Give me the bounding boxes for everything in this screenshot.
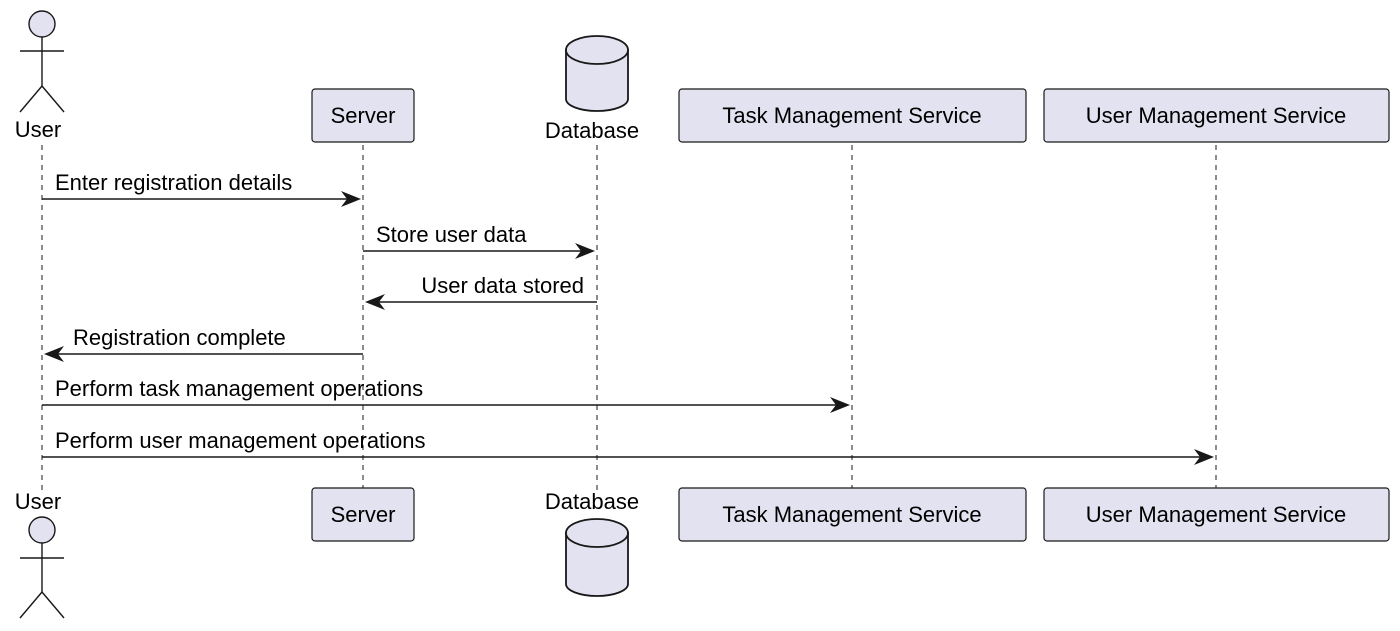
message-1: Enter registration details — [42, 170, 361, 207]
participant-box — [1043, 487, 1390, 542]
participant-box — [311, 88, 415, 143]
participant-box — [678, 487, 1027, 542]
participant-label-user-service-top: User Management Service — [1086, 103, 1346, 128]
arrowhead-left-icon — [365, 294, 385, 310]
message-label: Store user data — [376, 222, 527, 247]
participant-box — [678, 88, 1027, 143]
participant-label-server-bottom: Server — [331, 502, 396, 527]
participant-task-service-top: Task Management Service — [678, 88, 1027, 143]
participant-label-task-service-bottom: Task Management Service — [722, 502, 981, 527]
message-label: Registration complete — [73, 325, 286, 350]
participant-task-service-bottom: Task Management Service — [678, 487, 1027, 542]
actor-label-user-top: User — [15, 117, 61, 142]
database-icon — [565, 518, 629, 597]
arrowhead-right-icon — [575, 243, 595, 259]
message-4: Registration complete — [44, 325, 363, 362]
participant-label-database-top: Database — [545, 118, 639, 143]
message-label: Enter registration details — [55, 170, 292, 195]
participant-box — [311, 487, 415, 542]
arrowhead-right-icon — [341, 191, 361, 207]
arrowhead-right-icon — [830, 397, 850, 413]
participant-box — [1043, 88, 1390, 143]
participant-label-user-service-bottom: User Management Service — [1086, 502, 1346, 527]
participant-user-service-bottom: User Management Service — [1043, 487, 1390, 542]
actor-user-top: User — [15, 10, 65, 142]
message-2: Store user data — [363, 222, 595, 259]
actor-icon — [19, 516, 65, 619]
participant-server-top: Server — [311, 88, 415, 143]
participant-database-bottom: Database — [545, 489, 639, 597]
participant-server-bottom: Server — [311, 487, 415, 542]
participant-user-service-top: User Management Service — [1043, 88, 1390, 143]
arrowhead-right-icon — [1194, 449, 1214, 465]
participant-label-task-service-top: Task Management Service — [722, 103, 981, 128]
message-label: Perform task management operations — [55, 376, 423, 401]
message-3: User data stored — [365, 273, 597, 310]
message-label: User data stored — [421, 273, 584, 298]
actor-icon — [19, 10, 65, 113]
participant-database-top: Database — [545, 35, 639, 143]
arrowhead-left-icon — [44, 346, 64, 362]
message-6: Perform user management operations — [42, 428, 1214, 465]
participant-label-database-bottom: Database — [545, 489, 639, 514]
message-label: Perform user management operations — [55, 428, 426, 453]
message-5: Perform task management operations — [42, 376, 850, 413]
actor-label-user-bottom: User — [15, 489, 61, 514]
participant-label-server-top: Server — [331, 103, 396, 128]
actor-user-bottom: User — [15, 489, 65, 619]
database-icon — [565, 35, 629, 112]
